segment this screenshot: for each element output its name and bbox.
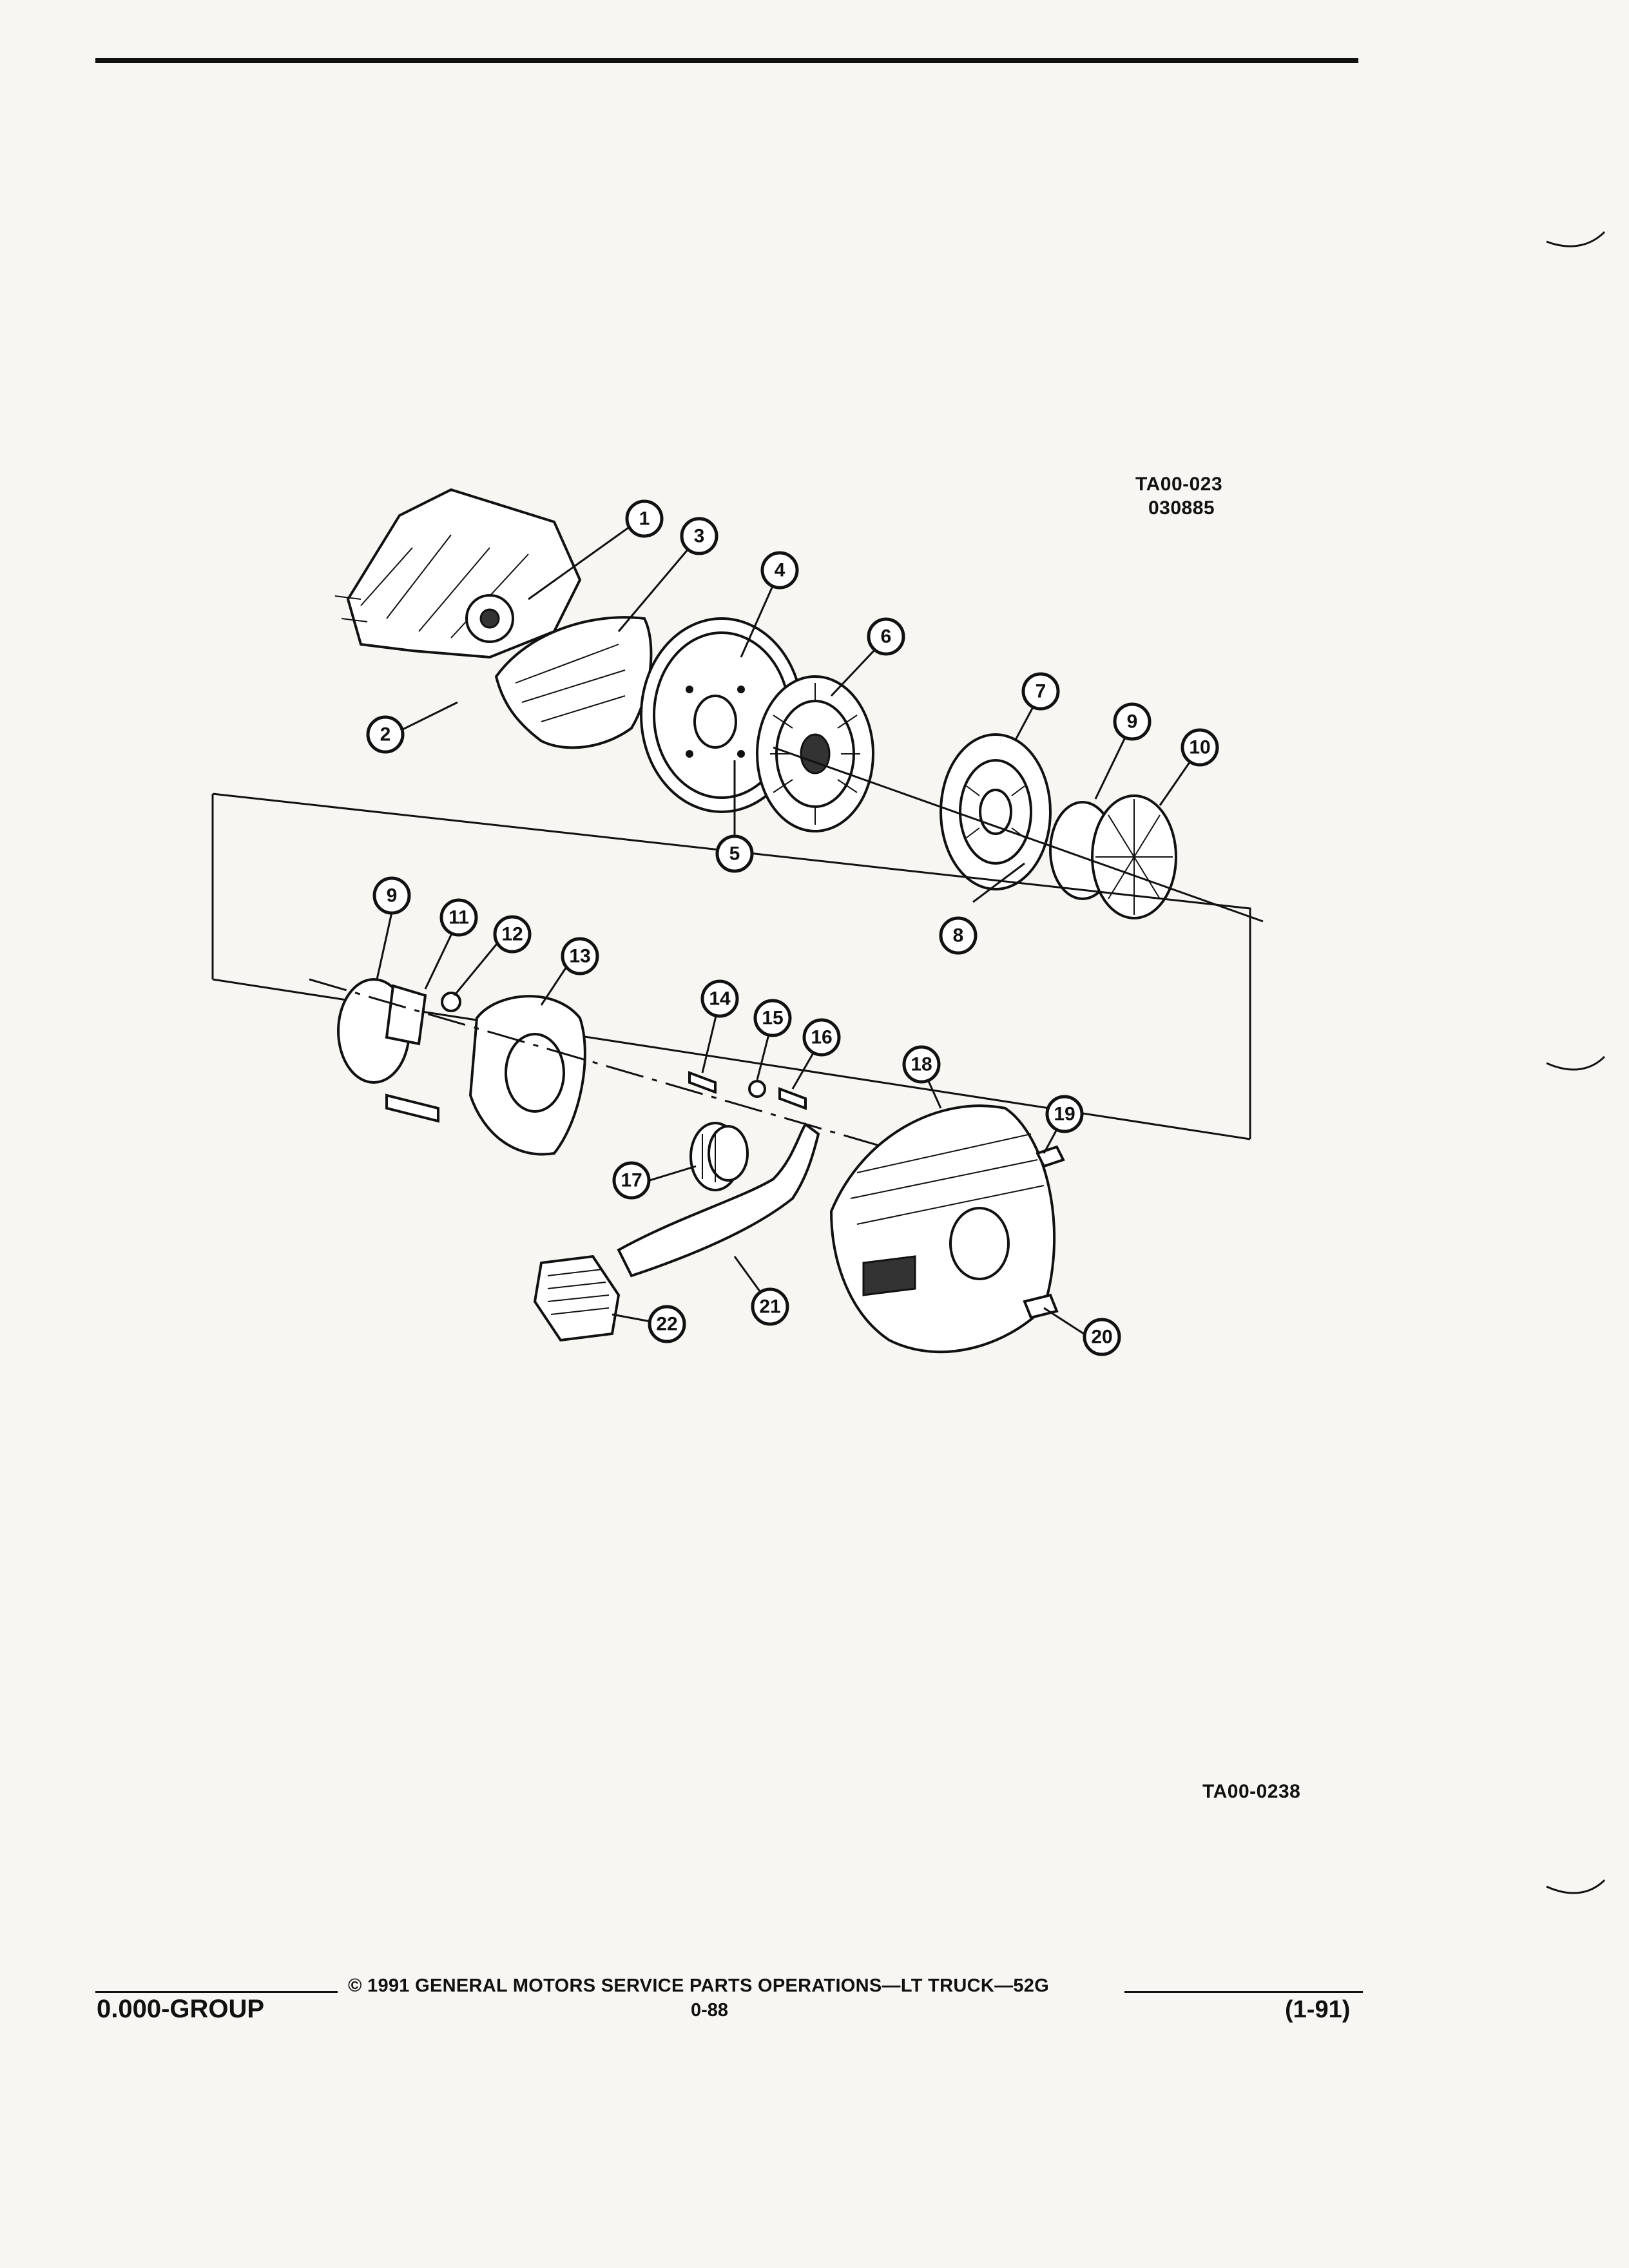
callout-2: 2 (366, 715, 405, 754)
callout-9-upper-label: 9 (1127, 711, 1138, 733)
callout-17: 17 (612, 1161, 651, 1200)
diagram-reference-code: TA00-023 (1135, 474, 1223, 495)
callout-9-upper: 9 (1113, 702, 1152, 741)
binder-mark-1 (1546, 231, 1606, 247)
callout-8-label: 8 (953, 925, 964, 947)
callout-4-label: 4 (775, 560, 786, 581)
callout-10-label: 10 (1189, 737, 1210, 758)
callout-12-label: 12 (501, 924, 523, 945)
figure-code: TA00-0238 (1202, 1781, 1301, 1802)
binder-mark-2 (1546, 1055, 1606, 1071)
callout-6-label: 6 (881, 626, 892, 648)
callout-5-label: 5 (729, 843, 740, 865)
clutch-disc-illustration (756, 675, 874, 832)
callout-21: 21 (751, 1287, 789, 1326)
callout-19-label: 19 (1054, 1104, 1075, 1125)
callout-3-label: 3 (694, 526, 705, 547)
callout-8: 8 (939, 916, 978, 955)
callout-15: 15 (753, 999, 792, 1037)
callout-22: 22 (648, 1305, 686, 1343)
callout-1-label: 1 (639, 508, 650, 530)
bolt-set-illustration (688, 1071, 807, 1110)
callout-3: 3 (680, 517, 718, 555)
callout-17-label: 17 (621, 1170, 642, 1191)
callout-18-label: 18 (911, 1054, 932, 1075)
footer-rule-right (1124, 1991, 1363, 1993)
callout-20: 20 (1083, 1318, 1121, 1356)
footer-rule-left (95, 1991, 338, 1993)
pressure-plate-illustration (940, 733, 1052, 890)
callout-9-lower: 9 (372, 876, 411, 915)
callout-7: 7 (1021, 672, 1060, 711)
ring-and-plate-illustration (1049, 794, 1177, 919)
release-bearing-illustration (689, 1122, 749, 1191)
callout-14-label: 14 (709, 988, 731, 1010)
footer-group-label: 0.000-GROUP (97, 1995, 265, 2023)
callout-7-label: 7 (1036, 681, 1046, 702)
footer-page-number: 0-88 (691, 2000, 729, 2021)
footer-copyright: © 1991 GENERAL MOTORS SERVICE PARTS OPER… (348, 1975, 1050, 1996)
bell-housing-illustration (829, 1104, 1056, 1354)
callout-13-label: 13 (569, 946, 590, 967)
clutch-fork-illustration (617, 1122, 820, 1278)
top-rule (95, 58, 1358, 63)
callout-18: 18 (902, 1045, 941, 1084)
callout-2-label: 2 (380, 724, 391, 745)
callout-21-label: 21 (759, 1296, 780, 1318)
callout-19: 19 (1045, 1095, 1084, 1133)
callout-4: 4 (760, 551, 799, 590)
callout-16: 16 (802, 1018, 841, 1057)
callout-11: 11 (439, 898, 478, 937)
engine-block-illustration (334, 488, 582, 659)
callout-11-label: 11 (448, 907, 469, 928)
callout-1: 1 (625, 499, 664, 538)
callout-10: 10 (1181, 728, 1219, 767)
diagram-reference-date: 030885 (1148, 497, 1215, 519)
lower-ring-and-housing-illustration (337, 978, 586, 1156)
footer-date-code: (1-91) (1285, 1996, 1351, 2023)
callout-15-label: 15 (762, 1008, 783, 1029)
bolt-19-illustration (1036, 1145, 1065, 1168)
callout-9-lower-label: 9 (387, 885, 398, 907)
flywheel-cover-illustration (494, 616, 653, 749)
binder-mark-3 (1546, 1879, 1606, 1894)
callout-20-label: 20 (1091, 1327, 1112, 1348)
fork-boot-illustration (533, 1254, 621, 1342)
callout-14: 14 (700, 979, 739, 1018)
callout-12: 12 (493, 915, 532, 954)
callout-22-label: 22 (656, 1314, 677, 1335)
callout-13: 13 (561, 937, 599, 975)
callout-5: 5 (715, 834, 754, 873)
callout-16-label: 16 (811, 1027, 832, 1048)
callout-6: 6 (867, 617, 905, 656)
